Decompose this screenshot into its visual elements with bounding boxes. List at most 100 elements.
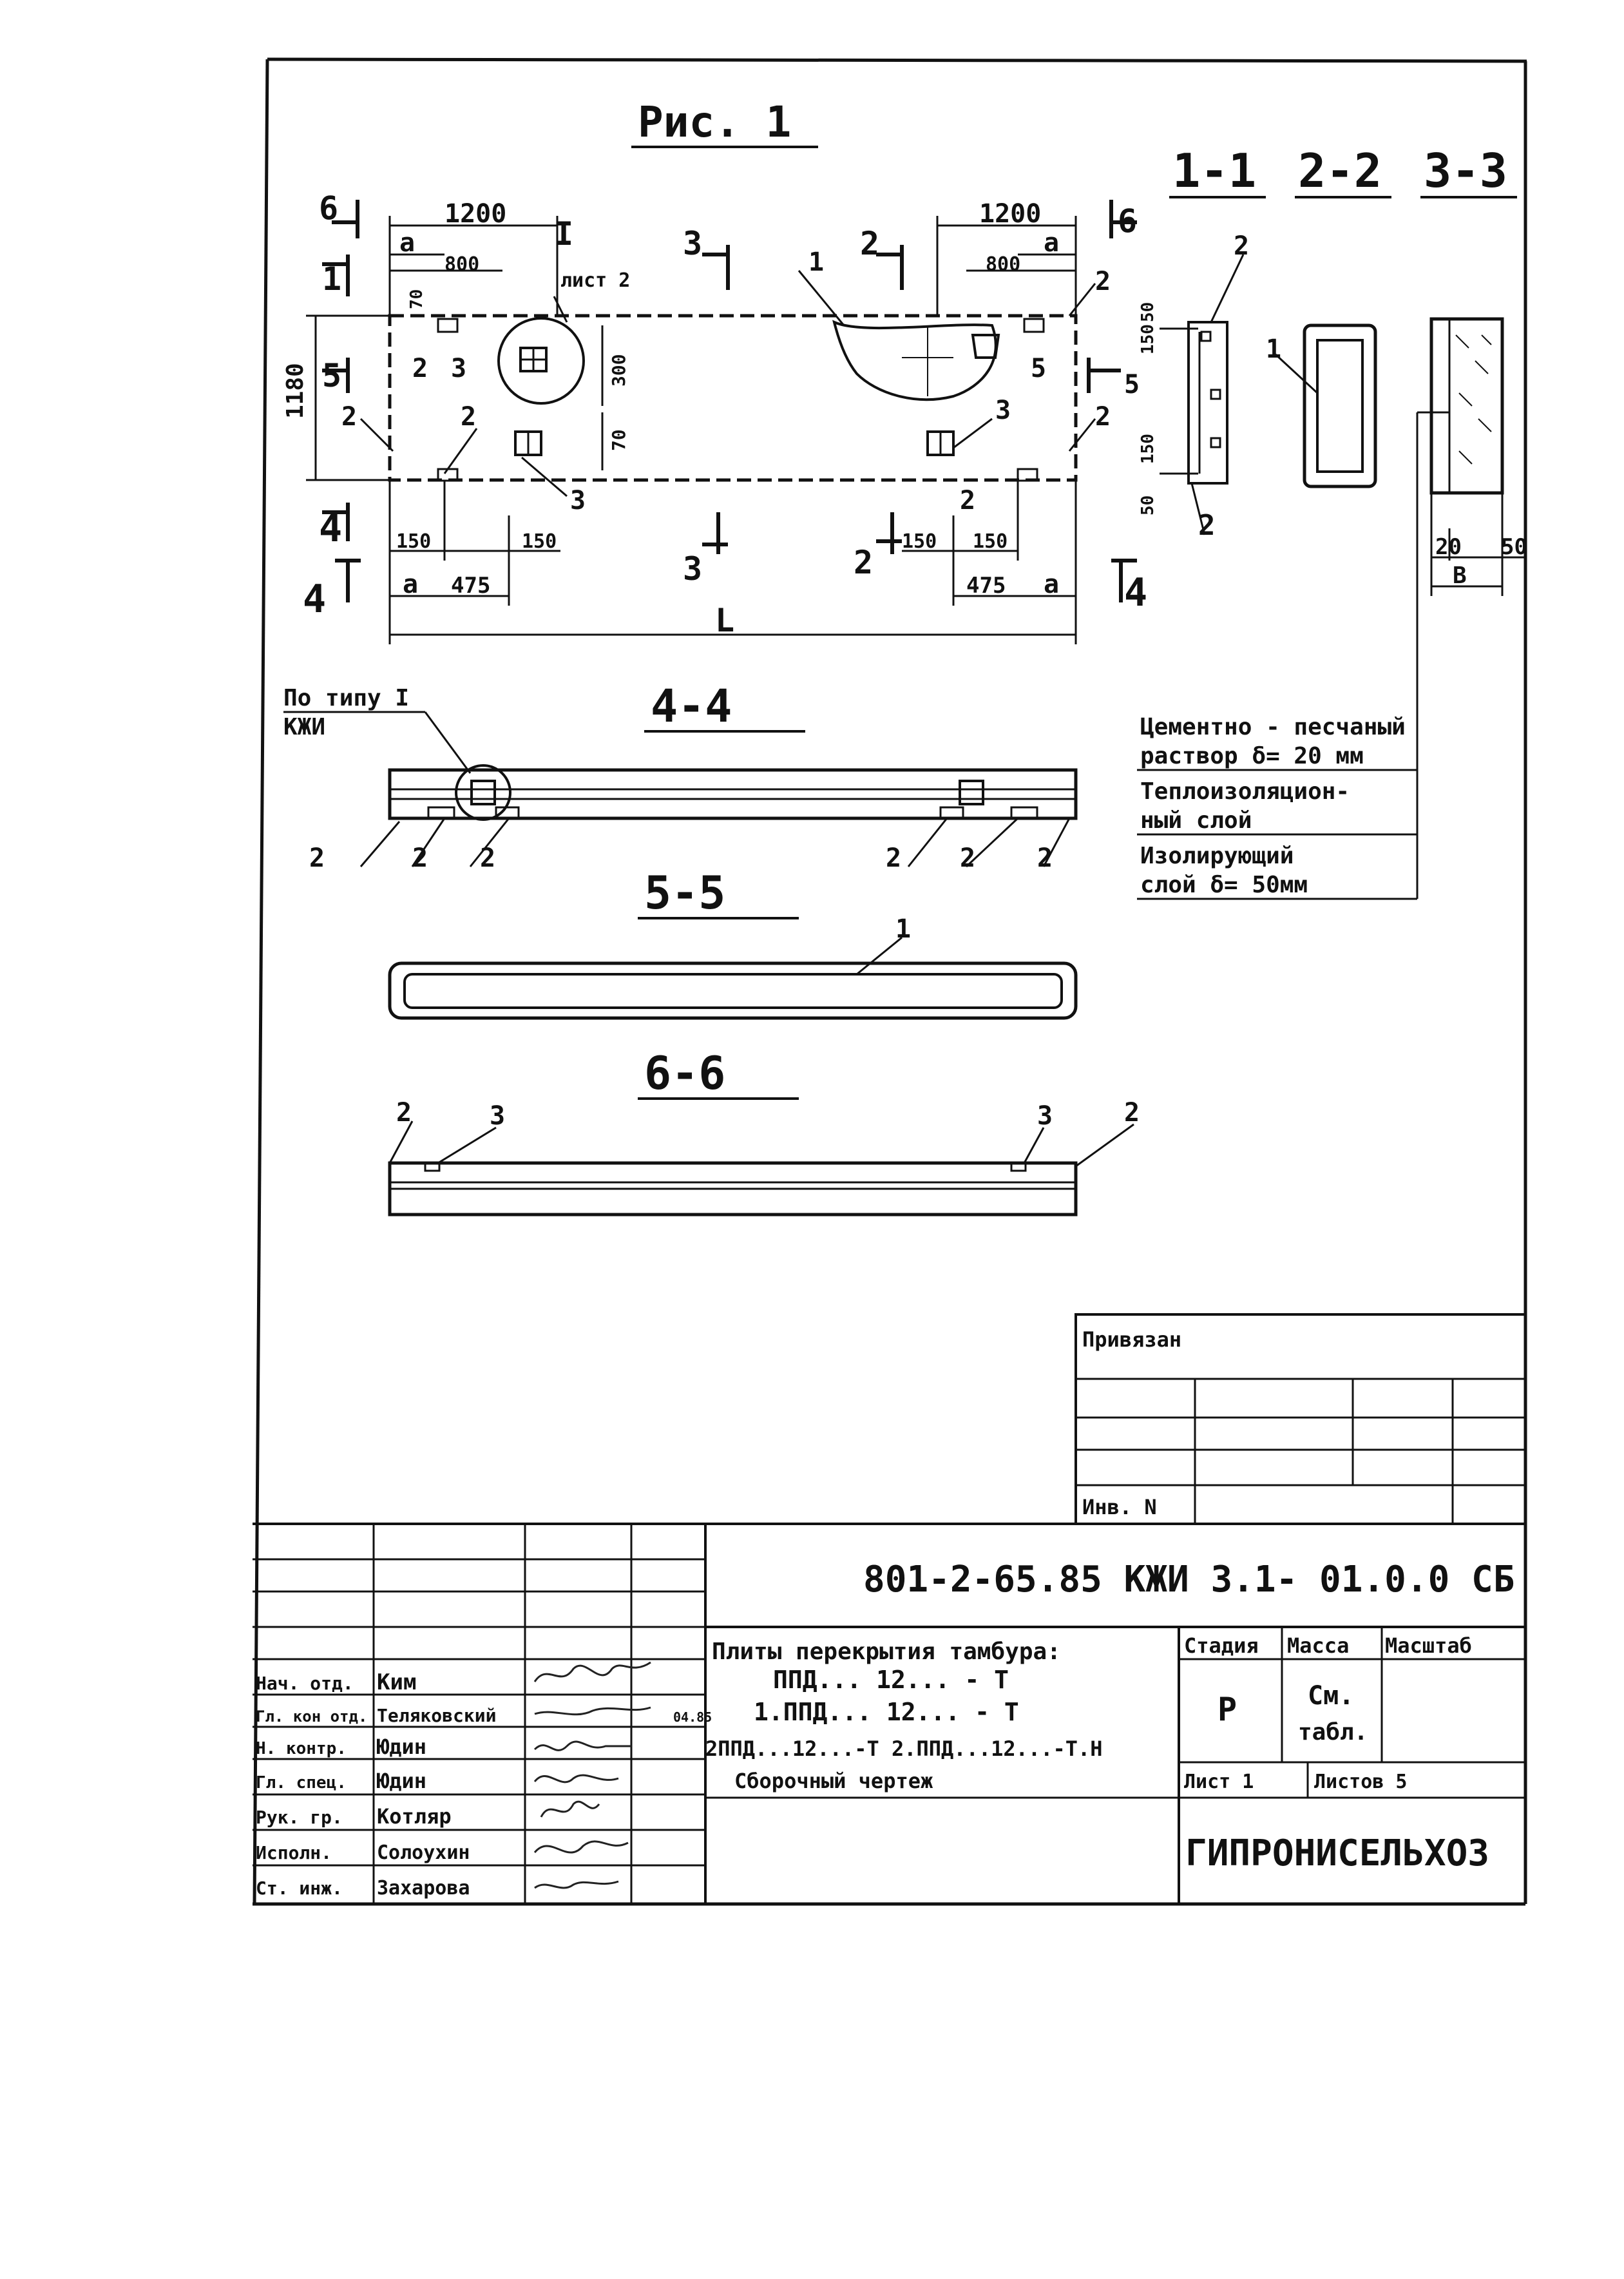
role-5: Рук. гр. (256, 1807, 343, 1828)
callout-2-plan-c: 2 (960, 486, 975, 515)
section-2-2-dim-150-bottom: 150 (1138, 434, 1158, 464)
callout-2-plan-b: 2 (461, 402, 476, 432)
callout-2-right: 2 (1095, 402, 1111, 432)
binding-stamp (1075, 1313, 1527, 1525)
section-2-2-dim-150-top: 150 (1138, 324, 1158, 354)
cut-5-right: 5 (1124, 370, 1140, 399)
dim-150-a: 150 (396, 530, 431, 553)
sheet-number: Лист 1 (1184, 1771, 1254, 1793)
callout-3-plan-a: 3 (451, 354, 466, 383)
dim-300: 300 (608, 354, 629, 387)
document-name-line4: 2ППД...12...-Т 2.ППД...12...-Т.Н (705, 1736, 1103, 1761)
section-4-4-drawing (359, 711, 1078, 868)
layer-1-line2: раствор δ= 20 мм (1140, 743, 1364, 769)
cut-3-top: 3 (683, 225, 702, 262)
dim-475-left: 475 (451, 573, 490, 599)
detail-I-label: I (554, 215, 573, 253)
section-6-6-callout-3a: 3 (490, 1101, 505, 1131)
callout-5-plan: 5 (1031, 354, 1046, 383)
layer-3-line1: Изолирующий (1140, 843, 1294, 869)
callout-2-plan-a: 2 (412, 354, 428, 383)
dim-150-d: 150 (973, 530, 1008, 553)
document-name-line3: 1.ППД... 12... - Т (754, 1698, 1019, 1726)
layer-2-line2: ный слой (1140, 807, 1252, 834)
section-1-1-drawing (1274, 323, 1377, 488)
callout-3-plan-b: 3 (995, 396, 1011, 425)
section-label-6-6: 6-6 (644, 1047, 725, 1100)
section-4-4-callout-e: 2 (960, 843, 975, 873)
dim-70-top-left: 70 (407, 289, 426, 309)
section-4-4-callout-b: 2 (412, 843, 428, 873)
section-2-2-drawing (1160, 254, 1245, 535)
section-6-6-callout-2a: 2 (396, 1098, 412, 1128)
plan-view (306, 200, 1137, 644)
section-3-3-dim-B: В (1453, 563, 1467, 589)
section-3-3-dim-20: 20 (1435, 534, 1462, 560)
cut-2-bottom: 2 (854, 544, 873, 581)
section-label-5-5: 5-5 (644, 867, 725, 919)
detail-sheet-ref: лист 2 (560, 269, 630, 292)
dim-L: L (715, 602, 734, 639)
cut-4-left-bottom: 4 (303, 577, 326, 622)
callout-1-hollow: 1 (808, 247, 824, 277)
role-4: Гл. спец. (256, 1773, 347, 1793)
dim-70-mid: 70 (608, 429, 629, 451)
role-6: Исполн. (256, 1842, 332, 1863)
name-4: Юдин (377, 1769, 426, 1793)
mass-value-line2: табл. (1298, 1719, 1368, 1745)
cut-2-top: 2 (860, 225, 879, 262)
figure-title: Рис. 1 (638, 97, 791, 147)
document-name-line5: Сборочный чертеж (734, 1769, 933, 1793)
document-name-line1: Плиты перекрытия тамбура: (712, 1639, 1061, 1665)
layer-1-line1: Цементно - песчаный (1140, 714, 1406, 740)
binding-stamp-inv: Инв. N (1082, 1495, 1157, 1519)
title-block (253, 1523, 1525, 1904)
section-1-1-callout: 1 (1266, 334, 1281, 364)
name-3: Юдин (377, 1735, 426, 1759)
layer-2-line1: Теплоизоляцион- (1140, 778, 1350, 805)
section-4-4-callout-d: 2 (886, 843, 901, 873)
dim-1180: 1180 (282, 363, 309, 419)
signatures (533, 1661, 651, 1889)
section-6-6-callout-3b: 3 (1037, 1101, 1053, 1131)
cut-3-bottom: 3 (683, 550, 702, 588)
dim-800-right: 800 (986, 253, 1020, 276)
sheet-frame (253, 57, 1527, 1906)
section-3-3-drawing (1416, 317, 1527, 899)
section-3-3-dim-50: 50 (1501, 534, 1527, 560)
callout-3-plan-c: 3 (570, 486, 586, 515)
role-1: Нач. отд. (256, 1673, 354, 1694)
section-2-2-callout-top: 2 (1234, 231, 1249, 261)
section-label-2-2: 2-2 (1298, 144, 1382, 198)
sheets-total: Листов 5 (1314, 1771, 1408, 1793)
role-3: Н. контр. (256, 1739, 347, 1758)
cut-1-left: 1 (322, 260, 341, 298)
section-4-4-callout-a: 2 (309, 843, 325, 873)
cut-4-right: 4 (1124, 570, 1147, 615)
stage-header: Стадия (1184, 1633, 1259, 1658)
section-5-5-callout: 1 (895, 914, 911, 944)
cut-4-left-top: 4 (319, 506, 342, 551)
kzhi-ref-line1: По типу I (283, 685, 409, 711)
dim-a-bottom-left: a (403, 570, 418, 599)
dim-1200-left: 1200 (444, 199, 506, 229)
layer-3-line2: слой δ= 50мм (1140, 872, 1308, 898)
dim-a-bottom-right: a (1044, 570, 1059, 599)
section-2-2-dim-50-bottom: 50 (1138, 495, 1158, 515)
mass-header: Масса (1287, 1633, 1349, 1658)
document-code: 801-2-65.85 КЖИ 3.1- 01.0.0 СБ (863, 1559, 1514, 1601)
mass-value-line1: См. (1308, 1681, 1354, 1711)
section-label-4-4: 4-4 (651, 680, 732, 733)
section-label-1-1: 1-1 (1172, 144, 1256, 198)
role-2: Гл. кон отд. (256, 1707, 367, 1726)
dim-a-top-left: a (399, 228, 415, 258)
dim-800-left: 800 (444, 253, 479, 276)
cut-6-left: 6 (319, 189, 338, 227)
section-6-6-callout-2b: 2 (1124, 1098, 1140, 1128)
cut-5-left: 5 (322, 357, 341, 394)
section-5-5-drawing (388, 936, 1078, 1020)
section-4-4-callout-c: 2 (480, 843, 495, 873)
section-2-2-dim-50-top: 50 (1138, 302, 1158, 322)
section-label-3-3: 3-3 (1424, 144, 1507, 198)
